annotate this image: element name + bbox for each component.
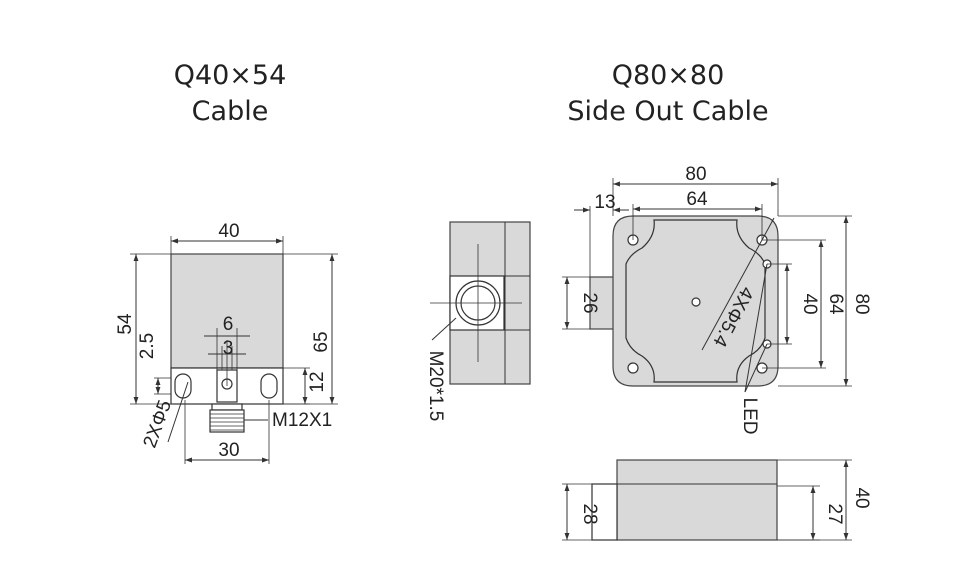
right-side-body	[616, 459, 778, 541]
right-dim-width: 80	[685, 164, 706, 185]
left-dim-slot: 6	[223, 314, 234, 335]
left-title-subtitle: Cable	[191, 96, 269, 127]
right-hole-bl	[627, 362, 639, 374]
left-dim-total-height: 65	[311, 331, 332, 352]
right-dim-side-height: 28	[579, 503, 600, 524]
right-title: Q80×80 Side Out Cable	[518, 58, 818, 130]
left-dim-width: 40	[218, 221, 239, 242]
left-dim-height: 54	[115, 313, 136, 335]
side-view-thread-label: M20*1.5	[425, 351, 446, 422]
right-dim-inner-v: 40	[799, 293, 820, 314]
right-sensor-top-view: 80 64 13 26 4XΦ5.4 40 64 80	[562, 164, 872, 434]
left-title-model: Q40×54	[173, 60, 287, 91]
left-title: Q40×54 Cable	[130, 58, 330, 130]
right-dim-hole-spacing-v: 64	[825, 293, 846, 315]
left-dim-slot-inner: 3	[223, 338, 234, 359]
left-hole-right	[260, 373, 278, 399]
left-sensor-drawing: 40 54 2.5 65 12 6 3 2XΦ5	[115, 221, 338, 464]
left-hole-left	[174, 373, 192, 399]
left-dim-base: 12	[307, 371, 328, 392]
right-title-subtitle: Side Out Cable	[567, 96, 769, 127]
right-led-label: LED	[739, 398, 760, 435]
right-inner-outline	[625, 219, 766, 383]
right-dim-height: 80	[851, 293, 872, 314]
right-title-model: Q80×80	[611, 60, 725, 91]
left-dim-offset: 2.5	[137, 333, 158, 359]
right-sensor-side-view: 28 27 40	[562, 459, 872, 541]
right-dim-hole-spacing: 64	[686, 189, 708, 210]
left-dim-hole-spacing: 30	[218, 440, 239, 461]
right-dim-depth-inner: 27	[824, 503, 845, 524]
right-dim-boss: 26	[579, 292, 600, 313]
side-view-drawing: M20*1.5	[425, 221, 531, 422]
left-cable-thread	[209, 409, 245, 433]
left-dim-holes: 2XΦ5	[140, 398, 176, 451]
right-center-mark	[691, 297, 701, 307]
right-dim-flange: 13	[594, 192, 615, 213]
left-cable-nut	[211, 403, 243, 411]
left-dim-thread: M12X1	[272, 410, 332, 431]
right-dim-depth: 40	[851, 487, 872, 508]
right-side-boss	[591, 483, 618, 541]
